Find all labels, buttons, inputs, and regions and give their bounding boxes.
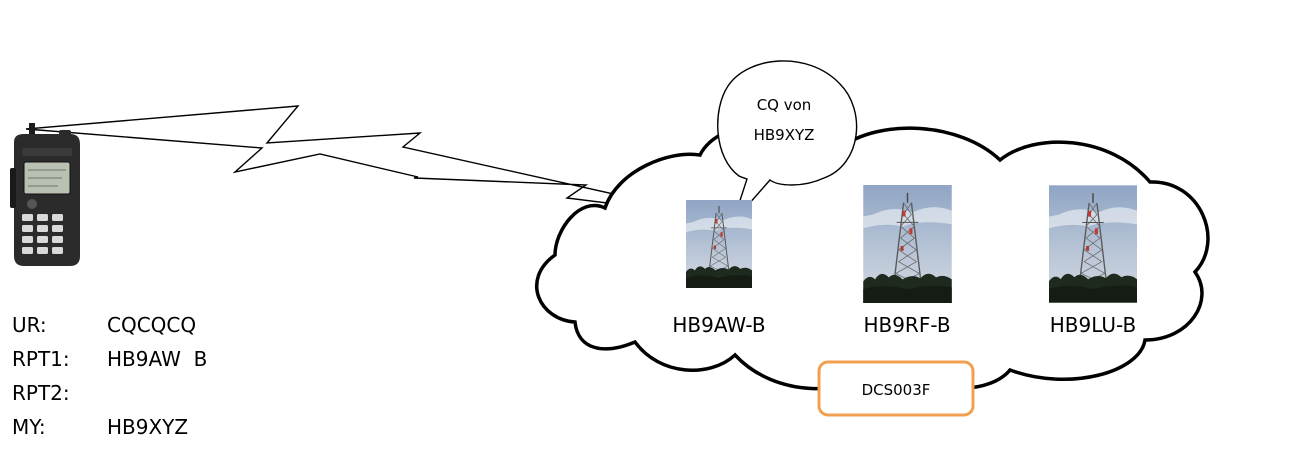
- setting-my: MY: HB9XYZ: [12, 410, 207, 444]
- setting-rpt1: RPT1: HB9AW B: [12, 342, 207, 376]
- setting-rpt2: RPT2:: [12, 376, 207, 410]
- setting-value: HB9XYZ: [107, 415, 189, 439]
- handheld-radio-icon: [10, 123, 80, 266]
- setting-ur: UR: CQCQCQ: [12, 308, 207, 342]
- reflector-box: [817, 360, 975, 417]
- repeater-hb9lu-b: HB9LU-B: [1049, 185, 1137, 337]
- radio-tower-icon: [863, 185, 952, 303]
- setting-label: UR:: [12, 313, 47, 337]
- setting-label: MY:: [12, 415, 46, 439]
- repeater-label: HB9LU-B: [1050, 313, 1137, 337]
- reflector-label: DCS003F: [862, 381, 931, 399]
- setting-label: RPT1:: [12, 347, 70, 371]
- repeater-label: HB9RF-B: [863, 313, 950, 337]
- radio-tower-icon: [686, 199, 752, 289]
- setting-value: HB9AW B: [107, 347, 208, 371]
- bubble-line-2: HB9XYZ: [754, 126, 815, 144]
- radio-link-bolt: [25, 105, 713, 217]
- repeater-hb9rf-b: HB9RF-B: [863, 185, 952, 337]
- repeater-hb9aw-b: HB9AW-B: [672, 199, 766, 337]
- radio-tower-icon: [1049, 185, 1137, 303]
- setting-label: RPT2:: [12, 381, 70, 405]
- repeater-label: HB9AW-B: [672, 313, 765, 337]
- bubble-line-1: CQ von: [757, 96, 812, 114]
- radio-settings: UR: CQCQCQ RPT1: HB9AW B RPT2: MY: HB9XY…: [12, 308, 207, 444]
- setting-value: CQCQCQ: [107, 313, 197, 337]
